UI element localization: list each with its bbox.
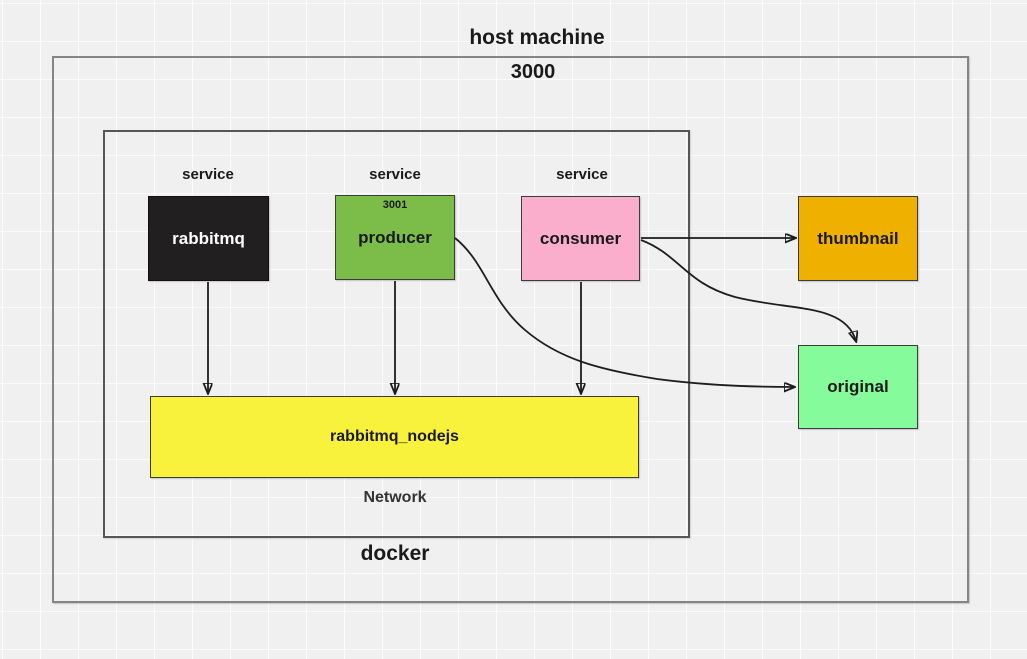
host-port-label: 3000 [510,61,556,83]
node-producer-label: producer [358,227,432,247]
node-consumer: consumer [521,196,640,281]
node-rabbitmq-nodejs-label: rabbitmq_nodejs [330,428,459,445]
host-machine-title: host machine [469,26,605,49]
host-machine-box [52,56,969,603]
service-label-consumer: service [556,166,608,183]
node-thumbnail-label: thumbnail [817,228,899,248]
node-producer: 3001 producer [335,195,455,280]
network-caption: Network [363,489,427,506]
service-label-rabbitmq: service [182,166,234,183]
node-rabbitmq: rabbitmq [148,196,269,281]
node-thumbnail: thumbnail [798,196,918,281]
node-original-label: original [827,377,889,396]
node-rabbitmq-label: rabbitmq [172,228,245,248]
node-consumer-label: consumer [539,228,622,248]
service-label-producer: service [369,166,421,183]
node-rabbitmq-nodejs: rabbitmq_nodejs [150,396,639,478]
docker-label: docker [360,542,430,565]
node-original: original [798,345,918,429]
producer-port-label: 3001 [382,199,408,211]
